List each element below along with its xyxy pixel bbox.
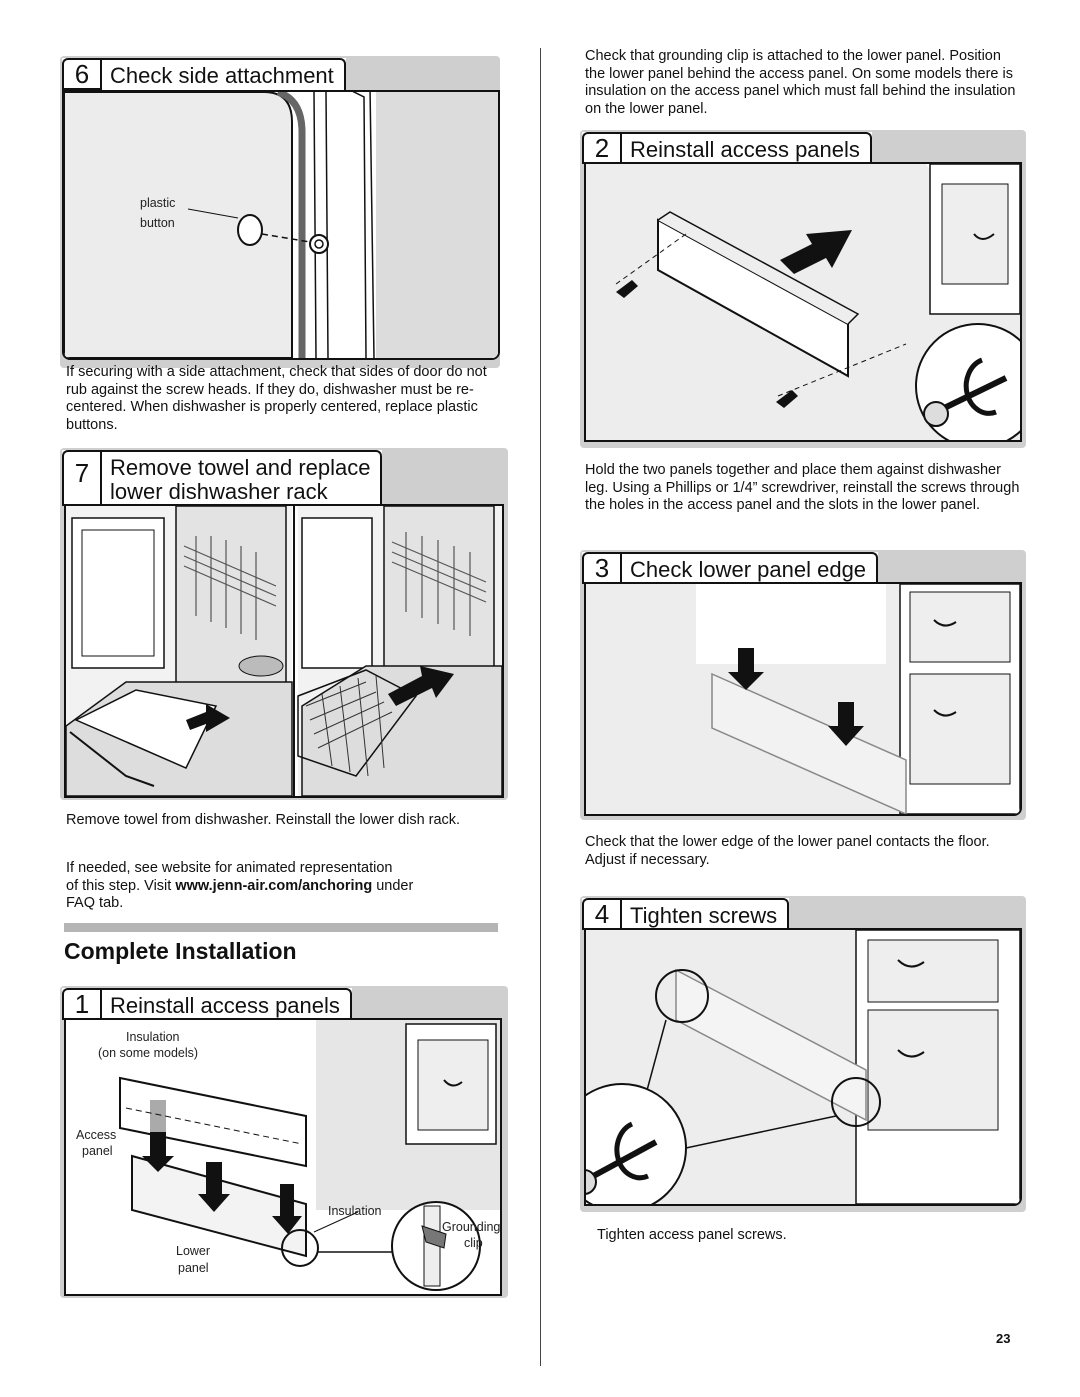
step-7-body: Remove towel from dishwasher. Reinstall … <box>66 812 461 828</box>
step-6-body: If securing with a side attachment, chec… <box>66 364 487 433</box>
label-insulation: Insulation <box>328 1204 382 1218</box>
step-7-note: If needed, see website for animated repr… <box>66 860 506 913</box>
step-3-illustration <box>584 582 1022 816</box>
step-title: Check side attachment <box>100 58 346 90</box>
step-number: 3 <box>582 552 620 584</box>
step-7-header: 7 Remove towel and replace lower dishwas… <box>62 450 383 506</box>
step-number: 4 <box>582 898 620 930</box>
step-2-body: Hold the two panels together and place t… <box>585 462 1020 513</box>
label-insulation-top: Insulation <box>126 1030 180 1044</box>
intro-text: Check that grounding clip is attached to… <box>585 48 1016 117</box>
label-clip: clip <box>464 1236 483 1250</box>
step-1-illustration: Insulation (on some models) Access panel… <box>64 1018 502 1296</box>
step-2-illustration <box>584 162 1022 442</box>
step-4-header: 4 Tighten screws <box>582 898 790 930</box>
label-grounding: Grounding <box>442 1220 501 1234</box>
step-2-header: 2 Reinstall access panels <box>582 132 872 164</box>
note-line-1: If needed, see website for animated repr… <box>66 860 393 876</box>
label-lower: Lower <box>176 1244 211 1258</box>
step-title: Reinstall access panels <box>100 988 352 1020</box>
section-rule <box>64 923 498 932</box>
step-number: 2 <box>582 132 620 164</box>
section-title: Complete Installation <box>64 938 297 964</box>
label-lower-panel: panel <box>178 1261 209 1275</box>
note-line-3: FAQ tab. <box>66 895 124 911</box>
step-title: Check lower panel edge <box>620 552 879 584</box>
step-1-header: 1 Reinstall access panels <box>62 988 352 1020</box>
page-number: 23 <box>996 1331 1011 1346</box>
label-plastic: plastic <box>140 196 176 210</box>
note-suffix: under <box>372 877 414 894</box>
label-button: button <box>140 216 175 230</box>
note-line-2: of this step. Visit www.jenn-air.com/anc… <box>66 878 506 896</box>
step-title: Remove towel and replace lower dishwashe… <box>100 450 383 506</box>
step-number: 1 <box>62 988 100 1020</box>
label-access-panel: panel <box>82 1144 113 1158</box>
step-4-body: Tighten access panel screws. <box>597 1227 787 1243</box>
step-title-line-2: lower dishwasher rack <box>110 479 328 504</box>
step-title: Tighten screws <box>620 898 790 930</box>
website-link[interactable]: www.jenn-air.com/anchoring <box>175 877 373 894</box>
step-6-header: 6 Check side attachment <box>62 58 346 90</box>
step-6-illustration: plastic button <box>62 90 500 360</box>
note-prefix: of this step. Visit <box>66 877 176 894</box>
step-3-header: 3 Check lower panel edge <box>582 552 879 584</box>
step-number: 6 <box>62 58 100 90</box>
step-4-illustration <box>584 928 1022 1206</box>
step-3-body: Check that the lower edge of the lower p… <box>585 834 990 868</box>
column-divider <box>540 48 541 1366</box>
label-some-models: (on some models) <box>98 1046 199 1060</box>
label-access: Access <box>76 1128 117 1142</box>
step-title-line-1: Remove towel and replace <box>110 455 371 480</box>
step-7-illustration <box>64 504 504 798</box>
step-number: 7 <box>62 450 100 506</box>
step-title: Reinstall access panels <box>620 132 872 164</box>
